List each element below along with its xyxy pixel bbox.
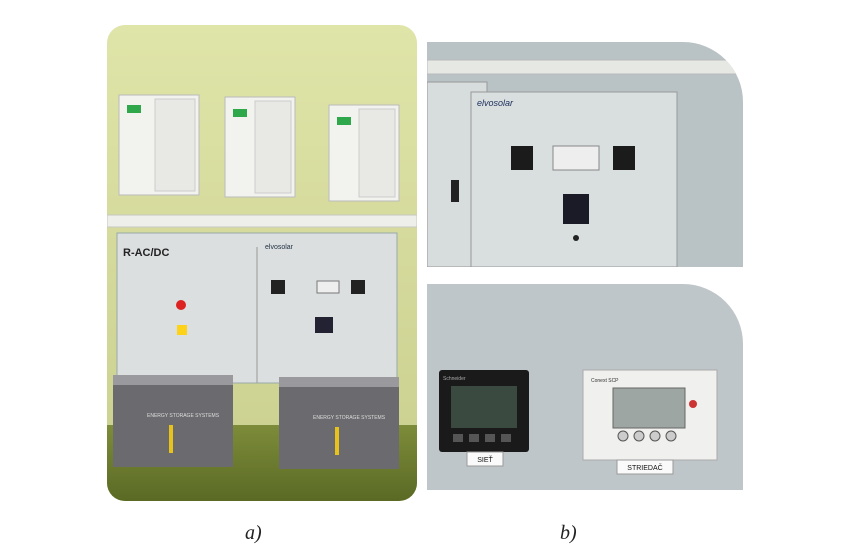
cable-tray	[427, 59, 743, 75]
battery-1	[113, 375, 233, 467]
battery-2-label: ENERGY STORAGE SYSTEMS	[313, 415, 386, 421]
battery-2	[279, 377, 399, 469]
cable-tray	[107, 214, 417, 228]
display-unit	[563, 194, 589, 224]
brand-label: elvosolar	[265, 244, 294, 251]
meter-right	[613, 146, 635, 170]
inverter-3	[328, 104, 400, 202]
power-meter	[439, 370, 529, 452]
photo-a: R-AC/DC elvosolar ENERGY STORAGE SYSTEMS…	[107, 25, 417, 501]
caption-b: b)	[560, 522, 577, 544]
photo-a-scene: R-AC/DC elvosolar ENERGY STORAGE SYSTEMS…	[107, 25, 417, 501]
label-striedac	[616, 459, 674, 475]
control-cabinet	[116, 232, 398, 384]
inverter-1	[118, 94, 200, 196]
controller-title: Conext SCP	[591, 378, 619, 384]
photo-b-top-scene: elvosolar	[427, 42, 743, 267]
photo-b-bottom: Schneider Conext SCP SIEŤ STRIEDAČ	[427, 284, 743, 490]
cabinet-label: R-AC/DC	[123, 247, 169, 259]
meter-brand: Schneider	[443, 376, 466, 382]
label-siet-text: SIEŤ	[477, 455, 493, 464]
label-siet	[466, 451, 504, 467]
inverter-2	[224, 96, 296, 198]
cabinet-right-door	[470, 91, 678, 267]
photo-b-top: elvosolar	[427, 42, 743, 267]
meter-left	[511, 146, 533, 170]
controller-panel	[552, 145, 600, 171]
brand-label: elvosolar	[477, 98, 514, 108]
battery-1-label: ENERGY STORAGE SYSTEMS	[147, 413, 220, 419]
caption-a: a)	[245, 522, 262, 544]
photo-b-bottom-scene: Schneider Conext SCP SIEŤ STRIEDAČ	[427, 284, 743, 490]
label-striedac-text: STRIEDAČ	[627, 463, 662, 472]
scp-controller	[582, 369, 718, 461]
